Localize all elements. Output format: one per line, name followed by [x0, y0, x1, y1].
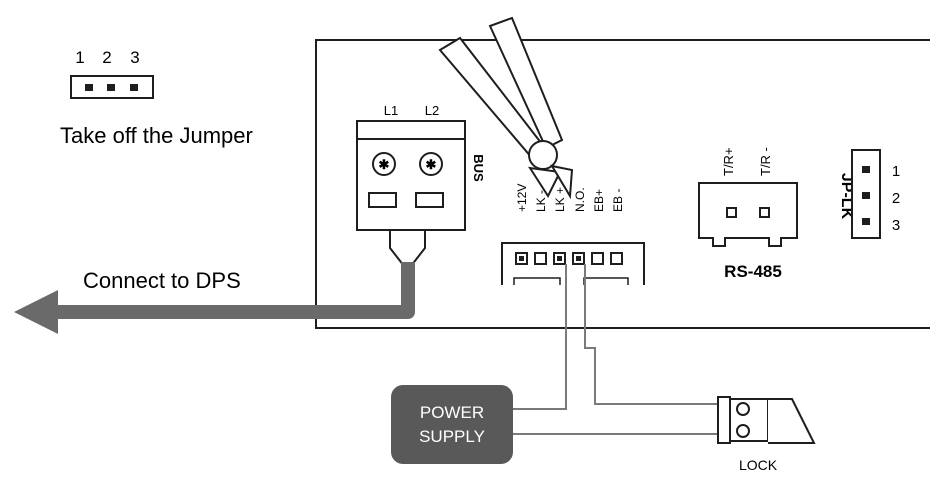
lock-bolt [768, 398, 816, 444]
bus-block-body [356, 138, 466, 231]
terminal-pin-lk-minus [534, 252, 547, 265]
lock-terminal-2 [736, 424, 750, 438]
power-supply-line2: SUPPLY [419, 427, 485, 446]
cutter-handle-right [488, 16, 564, 150]
dps-arrowhead [14, 290, 58, 334]
jp-lk-pin-3 [862, 218, 870, 225]
rs485-pin-minus [759, 207, 770, 218]
terminal-label-lk-plus: LK + [553, 187, 567, 212]
terminal-strip: +12V LK - LK + N.O. EB+ EB - [501, 184, 645, 285]
jp-lk-number-2: 2 [892, 190, 900, 207]
terminal-label-lk-minus: LK - [534, 190, 548, 212]
bus-slot-2 [415, 192, 444, 208]
rs485-connector: T/R+ T/R - RS-485 [698, 147, 798, 281]
terminal-pin-eb-plus [591, 252, 604, 265]
power-supply-line1: POWER [420, 403, 484, 422]
cutter-jaw-right [549, 164, 574, 200]
bus-label-l1: L1 [384, 103, 398, 118]
jumper-number-3: 3 [130, 48, 139, 67]
jumper-number-1: 1 [75, 48, 84, 67]
jp-lk-title: JP-LK [838, 173, 855, 220]
jp-lk-pin-1 [862, 166, 870, 173]
bus-screw-1 [372, 152, 396, 176]
bus-screw-2 [419, 152, 443, 176]
jumper-pin-1 [85, 84, 93, 91]
power-supply-body [391, 385, 513, 464]
wire-cutter-icon [438, 16, 574, 200]
cutter-jaw-left [527, 166, 562, 199]
terminal-pin-eb-minus [610, 252, 623, 265]
dps-arrow: Connect to DPS [14, 262, 415, 334]
bus-terminal-block: L1 L2 ✱ ✱ BUS [356, 103, 486, 231]
terminal-pin-dot-lk-plus [557, 256, 562, 261]
jp-lk-pin-2 [862, 192, 870, 199]
lock-mount [717, 396, 731, 444]
lock-label: LOCK [739, 457, 778, 473]
rs485-pin-plus [726, 207, 737, 218]
jp-lk-number-3: 3 [892, 217, 900, 234]
lock-terminal-1 [736, 402, 750, 416]
jumper-pin-2 [107, 84, 115, 91]
rs485-title: RS-485 [724, 262, 782, 281]
jp-lk-jumper: JP-LK 1 2 3 [838, 149, 900, 239]
terminal-label-12v: +12V [515, 184, 529, 212]
rs485-pin-plus-label: T/R+ [721, 147, 736, 176]
jp-lk-number-1: 1 [892, 163, 900, 180]
terminal-housing [501, 242, 645, 285]
terminal-label-eb-minus: EB - [611, 189, 625, 212]
terminal-bracket-left [513, 277, 561, 285]
jumper-caption: Take off the Jumper [60, 123, 253, 148]
bus-slot-1 [368, 192, 397, 208]
terminal-pin-dot-no [576, 256, 581, 261]
terminal-label-no: N.O. [573, 187, 587, 212]
bus-screw-1-glyph: ✱ [379, 157, 390, 172]
bus-wire-l1 [389, 230, 405, 267]
wire-no-to-lock [584, 264, 718, 405]
cutter-pivot [528, 140, 558, 170]
bus-wire-l2 [410, 230, 426, 267]
connect-dps-label: Connect to DPS [83, 268, 241, 293]
bus-block-top [356, 120, 466, 140]
jumper-number-2: 2 [102, 48, 111, 67]
lock-body [729, 398, 769, 442]
bus-label: BUS [471, 154, 486, 182]
jumper-pin-3 [130, 84, 138, 91]
power-supply-box: POWER SUPPLY [391, 385, 513, 464]
dps-cable [52, 262, 415, 319]
bus-label-l2: L2 [425, 103, 439, 118]
lock-icon: LOCK [717, 396, 816, 473]
terminal-label-eb-plus: EB+ [592, 189, 606, 212]
rs485-housing [698, 182, 798, 247]
wire-lk-plus-to-supply [512, 264, 567, 410]
terminal-pin-dot-12v [519, 256, 524, 261]
bus-screw-2-glyph: ✱ [426, 157, 437, 172]
rs485-pin-minus-label: T/R - [758, 147, 773, 176]
jumper-illustration: 1 2 3 Take off the Jumper [60, 48, 253, 148]
